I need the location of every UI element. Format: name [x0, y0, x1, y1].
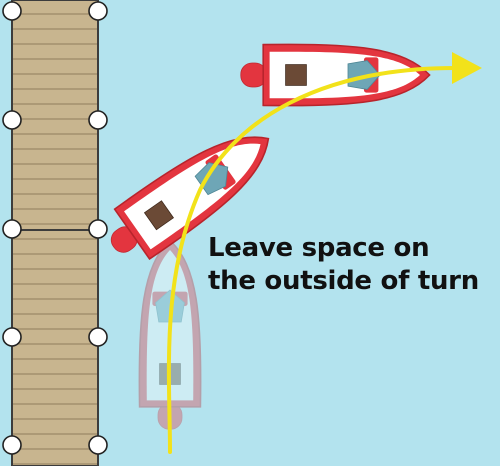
piling: [2, 1, 22, 21]
piling: [88, 327, 108, 347]
piling: [88, 110, 108, 130]
piling: [2, 435, 22, 455]
dock-pilings: [2, 1, 108, 455]
dock: [11, 0, 99, 466]
piling: [88, 219, 108, 239]
caption-line-2: the outside of turn: [208, 266, 479, 296]
caption: Leave space on the outside of turn: [208, 232, 498, 298]
piling: [88, 1, 108, 21]
piling: [88, 435, 108, 455]
boat-finish: [240, 43, 431, 107]
piling: [2, 219, 22, 239]
arrowhead-icon: [452, 52, 482, 84]
piling: [2, 110, 22, 130]
turn-path-arrow: [166, 52, 482, 454]
piling: [2, 327, 22, 347]
caption-line-1: Leave space on: [208, 233, 430, 263]
